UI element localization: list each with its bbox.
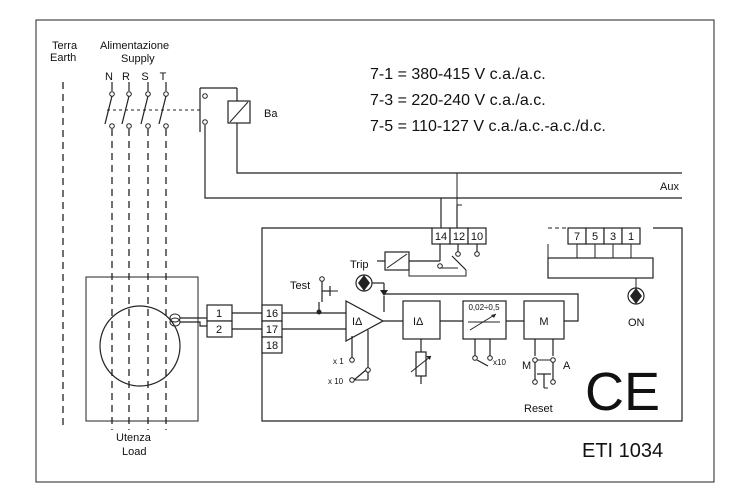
terminal-12: 12 bbox=[453, 231, 465, 243]
supply-terminal-block bbox=[547, 227, 654, 279]
memory-block bbox=[523, 300, 565, 340]
ct-enclosure bbox=[85, 276, 199, 422]
delay-block bbox=[462, 300, 507, 340]
phase-label-s: S bbox=[141, 71, 148, 83]
terminal-10: 10 bbox=[471, 231, 483, 243]
test-label: Test bbox=[290, 280, 310, 292]
amplifier bbox=[345, 299, 385, 343]
terminal-14: 14 bbox=[435, 231, 447, 243]
phase-label-n: N bbox=[105, 71, 113, 83]
detector-label: IΔ bbox=[413, 316, 424, 328]
supply-label-en: Supply bbox=[121, 53, 155, 65]
trip-lamp-icon bbox=[355, 274, 388, 312]
voltage-line-1: 7-1 = 380-415 V c.a./a.c. bbox=[370, 66, 546, 83]
voltage-line-2: 7-3 = 220-240 V c.a./a.c. bbox=[370, 92, 546, 109]
aux-terminal-block bbox=[431, 227, 487, 245]
earth-label-it: Terra bbox=[52, 40, 78, 52]
amp-label: IΔ bbox=[352, 316, 363, 328]
load-label-en: Load bbox=[122, 446, 146, 458]
trip-coil-ba bbox=[199, 87, 251, 132]
model-label: ETI 1034 bbox=[582, 440, 663, 462]
ct-core bbox=[99, 305, 181, 387]
threshold-pot-icon bbox=[410, 339, 432, 384]
delay-label: 0,02÷0,5 bbox=[468, 303, 500, 312]
delay-adjust-icon bbox=[468, 313, 500, 331]
ct-terminal-2: 2 bbox=[216, 324, 222, 336]
a-switch-label: A bbox=[563, 360, 571, 372]
terminal-7: 7 bbox=[574, 231, 580, 243]
phase-conductors bbox=[111, 129, 167, 430]
voltage-line-3: 7-5 = 110-127 V c.a./a.c.-a.c./d.c. bbox=[370, 118, 606, 135]
gain-x10-label: x 10 bbox=[328, 377, 344, 386]
m-switch-label: M bbox=[522, 360, 531, 372]
reset-label: Reset bbox=[524, 403, 553, 415]
terminal-16: 16 bbox=[266, 308, 278, 320]
relay-enclosure bbox=[261, 227, 683, 422]
terminal-18: 18 bbox=[266, 340, 278, 352]
terminal-17: 17 bbox=[266, 324, 278, 336]
ba-label: Ba bbox=[264, 108, 278, 120]
trip-label: Trip bbox=[350, 259, 369, 271]
phase-label-t: T bbox=[160, 71, 167, 83]
aux-wire-upper bbox=[236, 123, 682, 174]
phase-label-r: R bbox=[122, 71, 130, 83]
trip-relay bbox=[377, 244, 480, 277]
aux-label: Aux bbox=[660, 181, 679, 193]
main-switch bbox=[104, 82, 200, 129]
on-label: ON bbox=[628, 317, 645, 329]
load-label-it: Utenza bbox=[116, 432, 152, 444]
aux-wire-lower bbox=[204, 125, 682, 199]
ct-terminal-1: 1 bbox=[216, 308, 222, 320]
ct-winding-icon bbox=[169, 313, 181, 327]
memory-feedback-wire bbox=[384, 293, 579, 322]
terminal-3: 3 bbox=[610, 231, 616, 243]
delay-x10-label: x10 bbox=[493, 358, 506, 367]
outer-frame bbox=[35, 19, 715, 483]
mode-switch bbox=[532, 339, 556, 389]
ct-terminal-block bbox=[206, 304, 233, 338]
delay-range-switch bbox=[472, 339, 493, 367]
gain-x1-label: x 1 bbox=[333, 357, 344, 366]
terminal-5: 5 bbox=[592, 231, 598, 243]
test-button bbox=[316, 276, 338, 315]
aux-drop-12 bbox=[456, 173, 462, 206]
gain-switch bbox=[349, 330, 371, 383]
memory-label: M bbox=[539, 316, 548, 328]
earth-label-en: Earth bbox=[50, 52, 76, 64]
ce-mark: CE bbox=[585, 362, 660, 422]
terminal-1: 1 bbox=[628, 231, 634, 243]
supply-label-it: Alimentazione bbox=[100, 40, 169, 52]
input-terminal-block bbox=[261, 304, 283, 354]
on-lamp-icon bbox=[627, 278, 645, 305]
